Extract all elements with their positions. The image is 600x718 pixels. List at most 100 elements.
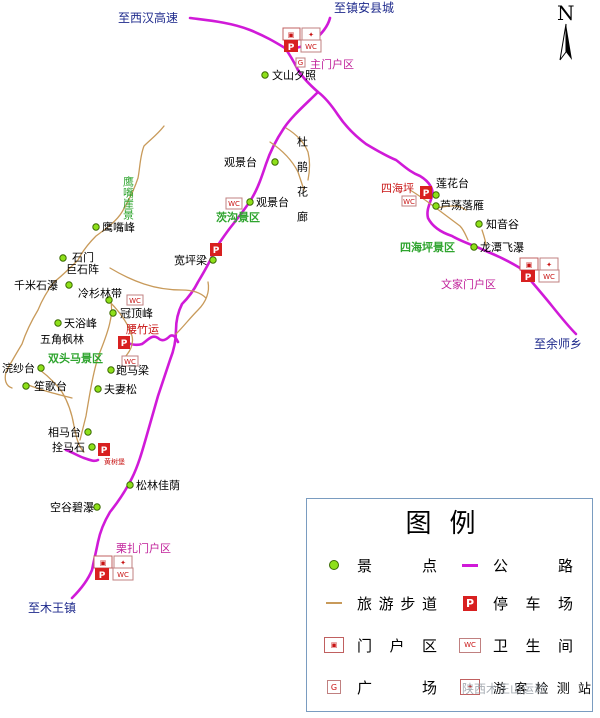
svg-text:WC: WC <box>228 200 240 208</box>
legend-item-square: G 广场 <box>317 673 443 701</box>
parking-icon: P <box>463 595 477 611</box>
svg-text:G: G <box>298 59 303 67</box>
spot-label-tianyufeng: 天浴峰 <box>64 317 97 330</box>
spot-dot-longtan[interactable] <box>470 243 478 251</box>
spot-dot-xiangmatai[interactable] <box>84 428 92 436</box>
svg-text:P: P <box>121 339 128 349</box>
svg-text:WC: WC <box>117 571 129 579</box>
road-line-icon <box>462 563 478 567</box>
kuanping-parking-icon[interactable]: P <box>210 243 222 256</box>
spot-dot-qianmishi[interactable] <box>65 281 73 289</box>
spot-label-wujiaofenglin: 五角枫林 <box>40 332 84 346</box>
spot-dot-konggu[interactable] <box>93 503 101 511</box>
spot-dot-wanshatai[interactable] <box>37 364 45 372</box>
spot-dot-shimen[interactable] <box>59 254 67 262</box>
spot-dot-shuanmashi[interactable] <box>88 443 96 451</box>
spot-dot-yingzuifeng[interactable] <box>92 223 100 231</box>
spot-label-huoshu: 黄树堡 <box>104 457 125 466</box>
corridor-label-dujuan: 杜鹃花廊 <box>296 135 309 236</box>
svg-text:WC: WC <box>129 297 141 305</box>
huoshu-parking-icon[interactable]: P <box>98 443 110 456</box>
legend-label-square: 广场 <box>357 678 443 697</box>
svg-text:P: P <box>423 189 430 199</box>
legend-title: 图例 <box>405 509 494 539</box>
square-icon: G <box>327 680 341 694</box>
spot-dot-guandingfeng[interactable] <box>109 309 117 317</box>
wc-icon[interactable]: WC <box>126 294 144 306</box>
legend-label-toilet: 卫生间 <box>493 636 579 655</box>
legend-item-gate: ▣ 门户区 <box>317 631 443 659</box>
legend-item-check: ✦ 游客检测站 <box>453 673 593 701</box>
gate-label-wenjia: 文家门户区 <box>441 277 496 291</box>
legend-label-gate: 门户区 <box>357 636 443 655</box>
spot-label-fuqisong: 夫妻松 <box>104 382 137 396</box>
sihaiping-parking-icon[interactable]: P WC <box>401 186 432 207</box>
svg-text:P: P <box>99 571 106 581</box>
toilet-icon: WC <box>459 637 481 653</box>
facility-icons: ▣ ✦ P WC G WC P WC P ▣ <box>93 27 560 581</box>
area-label-tanxi: 茨沟景区 <box>216 210 260 224</box>
spot-dot-kuanpingliang[interactable] <box>209 256 217 264</box>
svg-text:WC: WC <box>305 43 317 51</box>
spot-dot-tianyufeng[interactable] <box>54 319 62 327</box>
legend-label-parking: 停车场 <box>493 594 579 613</box>
svg-text:▣: ▣ <box>526 261 533 269</box>
spot-label-lianhuatai: 莲花台 <box>436 176 469 190</box>
spot-dot-fuqisong[interactable] <box>94 385 102 393</box>
area-label-yaozhuyun: 腰竹运 <box>126 322 159 336</box>
spot-label-songlin: 松林佳荫 <box>136 478 180 492</box>
spot-labels: 文山夕照 观景台 观景台 莲花台 芦荡落雁 知音谷 龙潭飞瀑 鹰嘴峰 宽坪梁 石… <box>2 68 524 514</box>
spot-dot-luhua[interactable] <box>432 202 440 210</box>
area-label-shuangtouma: 双头马景区 <box>48 351 103 365</box>
spot-label-qianmishi: 千米石瀑 <box>14 279 58 292</box>
svg-text:P: P <box>525 273 532 283</box>
spot-dot-lengshan[interactable] <box>105 296 113 304</box>
spot-label-shimen: 石门 <box>72 250 94 264</box>
spot-label-guanjingtai1: 观景台 <box>224 155 257 169</box>
spot-label-jushizhen: 巨石阵 <box>66 262 99 276</box>
gate-label-lizha: 栗扎门户区 <box>116 541 171 555</box>
spot-dot-icon <box>329 560 339 570</box>
svg-text:WC: WC <box>403 198 415 206</box>
legend-item-trail: 旅游步道 <box>317 589 443 617</box>
spot-label-wanshatai: 浣纱台 <box>2 361 35 375</box>
spot-label-xiangmatai: 相马台 <box>48 425 81 439</box>
area-label-yingzuiya: 鹰嘴崖景 <box>122 175 135 220</box>
yaozhu-parking-icon[interactable]: P WC <box>118 336 139 367</box>
svg-text:▣: ▣ <box>288 31 295 39</box>
spot-label-yingzuifeng: 鹰嘴峰 <box>102 220 135 234</box>
road-label-zhenan: 至镇安县城 <box>334 0 394 15</box>
legend-item-spot: 景点 <box>317 551 443 579</box>
map-legend: 图例 景点 公路 旅游步道 P 停车场 ▣ 门户区 WC 卫生间 G 广场 ✦ … <box>306 498 593 712</box>
spot-label-wenshan: 文山夕照 <box>272 68 316 82</box>
spot-dots <box>22 71 483 511</box>
spot-dot-guanjingtai2[interactable] <box>246 198 254 206</box>
watermark: 陕西木王山运动 <box>462 682 547 696</box>
spot-dot-paomaliang[interactable] <box>107 366 115 374</box>
spot-label-guanjingtai2: 观景台 <box>256 195 289 209</box>
legend-label-spot: 景点 <box>357 556 443 575</box>
gate-icon: ▣ <box>324 637 344 653</box>
svg-text:WC: WC <box>124 358 136 366</box>
spot-dot-wenshan[interactable] <box>261 71 269 79</box>
legend-item-road: 公路 <box>453 551 579 579</box>
spot-label-paomaliang: 跑马梁 <box>116 363 149 377</box>
road-label-muwang: 至木王镇 <box>28 601 76 615</box>
spot-dot-guanjingtai1[interactable] <box>271 158 279 166</box>
svg-text:WC: WC <box>543 273 555 281</box>
spot-dot-shenguotai[interactable] <box>22 382 30 390</box>
spot-label-zhiyingu: 知音谷 <box>486 217 519 231</box>
svg-text:P: P <box>288 43 295 53</box>
area-label-sihaiping: 四海坪景区 <box>400 240 455 254</box>
main-gate-icon[interactable]: ▣ ✦ P WC G <box>282 27 322 68</box>
spot-dot-lianhuatai[interactable] <box>432 191 440 199</box>
wc-icon[interactable]: WC <box>225 197 243 210</box>
svg-text:P: P <box>101 446 108 456</box>
spot-dot-zhiyingu[interactable] <box>475 220 483 228</box>
spot-label-kuanpingliang: 宽坪梁 <box>174 253 207 267</box>
wenjia-gate-icon[interactable]: ▣ ✦ P WC <box>519 257 560 283</box>
spot-label-shuanmashi: 拴马石 <box>52 440 85 454</box>
lizha-gate-icon[interactable]: ▣ ✦ P WC <box>93 555 134 581</box>
north-label: N <box>557 1 575 25</box>
spot-dot-songlin[interactable] <box>126 481 134 489</box>
